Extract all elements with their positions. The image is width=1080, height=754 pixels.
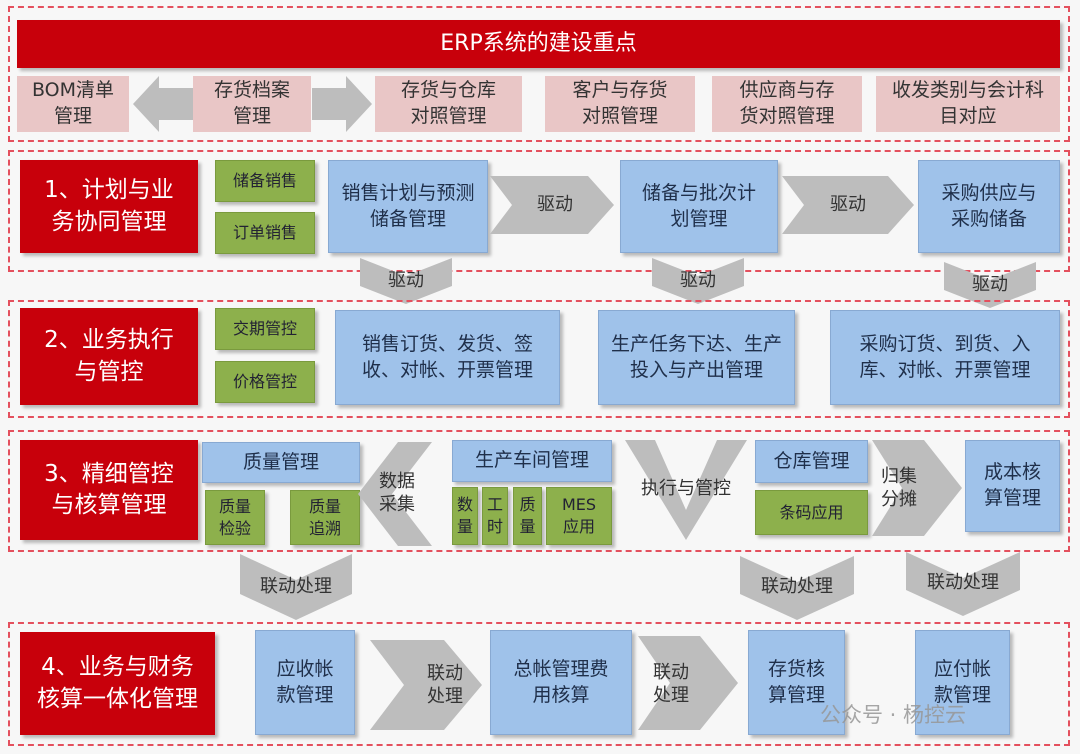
planning-header: 1、计划与业务协同管理 <box>20 160 198 253</box>
sales-plan-box: 销售计划与预测储备管理 <box>328 160 488 253</box>
section-finance <box>8 622 1070 746</box>
title-bar: ERP系统的建设重点 <box>17 20 1060 68</box>
sales-order-box: 销售订货、发货、签收、对帐、开票管理 <box>335 310 560 405</box>
chevron-left-icon <box>358 442 432 546</box>
section-foundation <box>8 6 1070 142</box>
work-hours-box: 工时 <box>482 487 508 545</box>
drive-label: 驱动 <box>972 274 1008 296</box>
purchase-supply-box: 采购供应与采购储备 <box>918 160 1060 253</box>
chevron-right-icon <box>370 640 482 730</box>
execution-header: 2、业务执行与管控 <box>20 308 198 405</box>
quality-inspection-box: 质量检验 <box>205 490 265 545</box>
arrow-left-icon <box>133 76 193 132</box>
warehouse-mgmt-box: 仓库管理 <box>755 440 868 483</box>
category-account-box: 收发类别与会计科目对应 <box>876 76 1060 132</box>
chevron-down-icon <box>740 556 854 620</box>
section-control <box>8 430 1070 552</box>
reserve-sales-box: 储备销售 <box>215 160 315 202</box>
finance-header: 4、业务与财务核算一体化管理 <box>20 632 215 735</box>
inventory-accounting-box: 存货核算管理 <box>748 630 845 735</box>
allocate-label: 归集分摊 <box>881 465 917 510</box>
quantity-box: 数量 <box>452 487 478 545</box>
price-control-box: 价格管控 <box>215 361 315 403</box>
exec-control-label: 执行与管控 <box>641 478 731 500</box>
chevron-down-icon <box>944 262 1036 308</box>
data-collect-label: 数据采集 <box>379 470 415 515</box>
chevron-down-icon <box>360 258 452 304</box>
control-header: 3、精细管控与核算管理 <box>20 440 198 540</box>
arrow-right-icon <box>312 76 372 132</box>
barcode-box: 条码应用 <box>755 490 868 535</box>
chevron-down-icon <box>906 552 1020 616</box>
section-planning <box>8 150 1070 272</box>
production-task-box: 生产任务下达、生产投入与产出管理 <box>598 310 795 405</box>
chevron-right-icon <box>490 176 614 234</box>
order-sales-box: 订单销售 <box>215 212 315 254</box>
link-label: 联动处理 <box>260 576 332 598</box>
chevron-down-icon <box>240 554 352 620</box>
chevron-right-icon <box>872 440 962 536</box>
section-execution <box>8 300 1070 418</box>
batch-plan-box: 储备与批次计划管理 <box>620 160 778 253</box>
cost-accounting-box: 成本核算管理 <box>965 440 1060 532</box>
drive-label: 驱动 <box>388 270 424 292</box>
drive-label: 驱动 <box>680 270 716 292</box>
link-label: 联动处理 <box>653 661 689 706</box>
delivery-control-box: 交期管控 <box>215 308 315 350</box>
link-label: 联动处理 <box>927 572 999 594</box>
payable-box: 应付帐款管理 <box>915 630 1010 735</box>
customer-inventory-box: 客户与存货对照管理 <box>545 76 695 132</box>
quality-box: 质量 <box>513 487 542 545</box>
supplier-inventory-box: 供应商与存货对照管理 <box>712 76 862 132</box>
drive-label: 驱动 <box>537 194 573 216</box>
drive-label: 驱动 <box>830 194 866 216</box>
ledger-box: 总帐管理费用核算 <box>490 630 632 735</box>
purchase-order-box: 采购订货、到货、入库、对帐、开票管理 <box>830 310 1060 405</box>
chevron-down-icon <box>625 440 747 540</box>
chevron-down-icon <box>652 258 744 304</box>
watermark: 公众号 · 杨控云 <box>820 703 967 727</box>
quality-trace-box: 质量追溯 <box>290 490 360 545</box>
quality-mgmt-box: 质量管理 <box>202 442 360 483</box>
receivable-box: 应收帐款管理 <box>255 630 355 735</box>
mes-box: MES应用 <box>546 487 612 545</box>
inventory-archive-box: 存货档案管理 <box>193 76 311 132</box>
bom-box: BOM清单管理 <box>17 76 129 132</box>
chevron-right-icon <box>782 176 914 234</box>
link-label: 联动处理 <box>427 662 463 707</box>
chevron-right-icon <box>638 636 738 730</box>
inventory-warehouse-box: 存货与仓库对照管理 <box>375 76 522 132</box>
workshop-mgmt-box: 生产车间管理 <box>452 440 612 482</box>
link-label: 联动处理 <box>761 576 833 598</box>
